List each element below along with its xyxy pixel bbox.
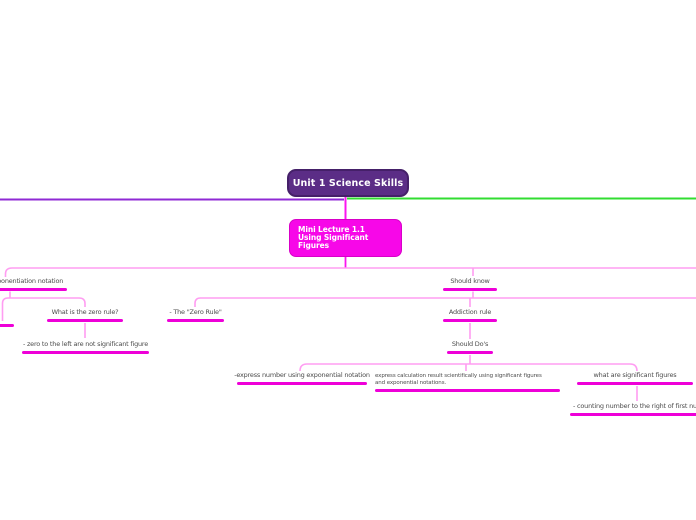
topic-underline bbox=[443, 319, 497, 322]
topic-addiction-rule[interactable]: Addiction rule bbox=[443, 308, 497, 322]
lecture-node-line2: Using Significant Figures bbox=[298, 233, 369, 250]
lecture-children-bus bbox=[4, 267, 696, 277]
topic-label-line2: and exponential notations. bbox=[375, 380, 447, 386]
should-know-children-bus bbox=[194, 297, 696, 307]
lecture-node-mini-lecture[interactable]: Mini Lecture 1.1 Using Significant Figur… bbox=[289, 219, 402, 257]
topic-the-zero-rule[interactable]: - The "Zero Rule" bbox=[167, 308, 224, 322]
topic-underline bbox=[237, 382, 367, 385]
topic-label: What is the zero rule? bbox=[51, 308, 119, 316]
topic-label: - counting number to the right of first … bbox=[573, 402, 696, 410]
topic-underline bbox=[167, 319, 224, 322]
topic-exponentiation-notation[interactable]: exponentiation notation bbox=[0, 277, 67, 291]
topic-what-are-significant-figures[interactable]: what are significant figures bbox=[577, 371, 693, 385]
topic-underline bbox=[447, 351, 493, 354]
topic-label: Addiction rule bbox=[448, 308, 492, 316]
topic-should-dos[interactable]: Should Do's bbox=[447, 340, 493, 354]
topic-label: - zero to the left are not significant f… bbox=[22, 340, 149, 348]
topic-underline bbox=[443, 288, 497, 291]
topic-clipped-left-underline[interactable] bbox=[0, 324, 14, 327]
topic-label: - The "Zero Rule" bbox=[169, 308, 222, 316]
topic-express-calculation[interactable]: express calculation result scientificall… bbox=[375, 373, 560, 392]
topic-underline bbox=[577, 382, 693, 385]
topic-zero-left-not-significant[interactable]: - zero to the left are not significant f… bbox=[22, 340, 149, 354]
topic-what-is-zero-rule[interactable]: What is the zero rule? bbox=[47, 308, 123, 322]
topic-counting-number[interactable]: - counting number to the right of first … bbox=[570, 402, 696, 416]
topic-label: exponentiation notation bbox=[0, 277, 64, 285]
lecture-node-line1: Mini Lecture 1.1 bbox=[298, 225, 365, 234]
topic-underline bbox=[47, 319, 123, 322]
topic-label: Should know bbox=[450, 277, 490, 285]
topic-express-number[interactable]: -express number using exponential notati… bbox=[234, 371, 370, 385]
root-node-unit-1[interactable]: Unit 1 Science Skills bbox=[287, 169, 409, 197]
root-node-label: Unit 1 Science Skills bbox=[292, 177, 404, 189]
topic-label: what are significant figures bbox=[593, 371, 677, 379]
topic-underline bbox=[375, 389, 560, 392]
exponentiation-children-bus bbox=[1, 297, 86, 321]
topic-label: -express number using exponential notati… bbox=[234, 371, 370, 379]
should-dos-children-bus bbox=[299, 363, 638, 372]
topic-underline bbox=[0, 288, 67, 291]
topic-underline bbox=[22, 351, 149, 354]
topic-should-know[interactable]: Should know bbox=[443, 277, 497, 291]
topic-label-line1: express calculation result scientificall… bbox=[375, 373, 542, 379]
topic-label: Should Do's bbox=[451, 340, 489, 348]
topic-underline bbox=[570, 413, 696, 416]
